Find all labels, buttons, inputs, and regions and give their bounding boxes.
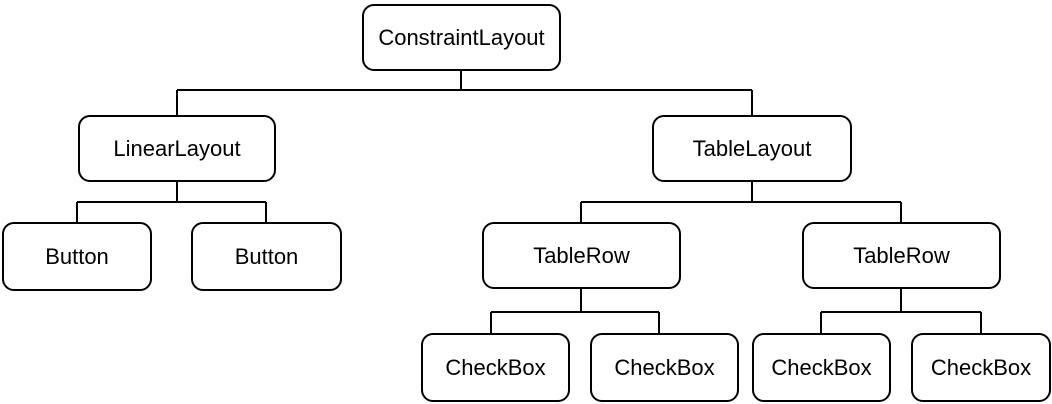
connector-tablelayout-to-rows — [580, 182, 902, 222]
connector-tablerow-2-to-checkboxes — [820, 289, 982, 333]
node-button-1: Button — [2, 222, 152, 291]
node-tablerow-1: TableRow — [482, 222, 681, 289]
node-linearlayout: LinearLayout — [78, 115, 276, 182]
node-constraintlayout: ConstraintLayout — [362, 4, 561, 71]
connector-root-to-children — [176, 71, 753, 115]
node-checkbox-2: CheckBox — [590, 333, 739, 402]
node-checkbox-4: CheckBox — [911, 333, 1051, 402]
connector-tablerow-1-to-checkboxes — [490, 289, 660, 333]
node-checkbox-3: CheckBox — [752, 333, 891, 402]
node-tablerow-2: TableRow — [802, 222, 1001, 289]
node-tablelayout: TableLayout — [652, 115, 852, 182]
node-button-2: Button — [191, 222, 342, 291]
connector-linearlayout-to-buttons — [76, 182, 267, 222]
node-checkbox-1: CheckBox — [421, 333, 570, 402]
